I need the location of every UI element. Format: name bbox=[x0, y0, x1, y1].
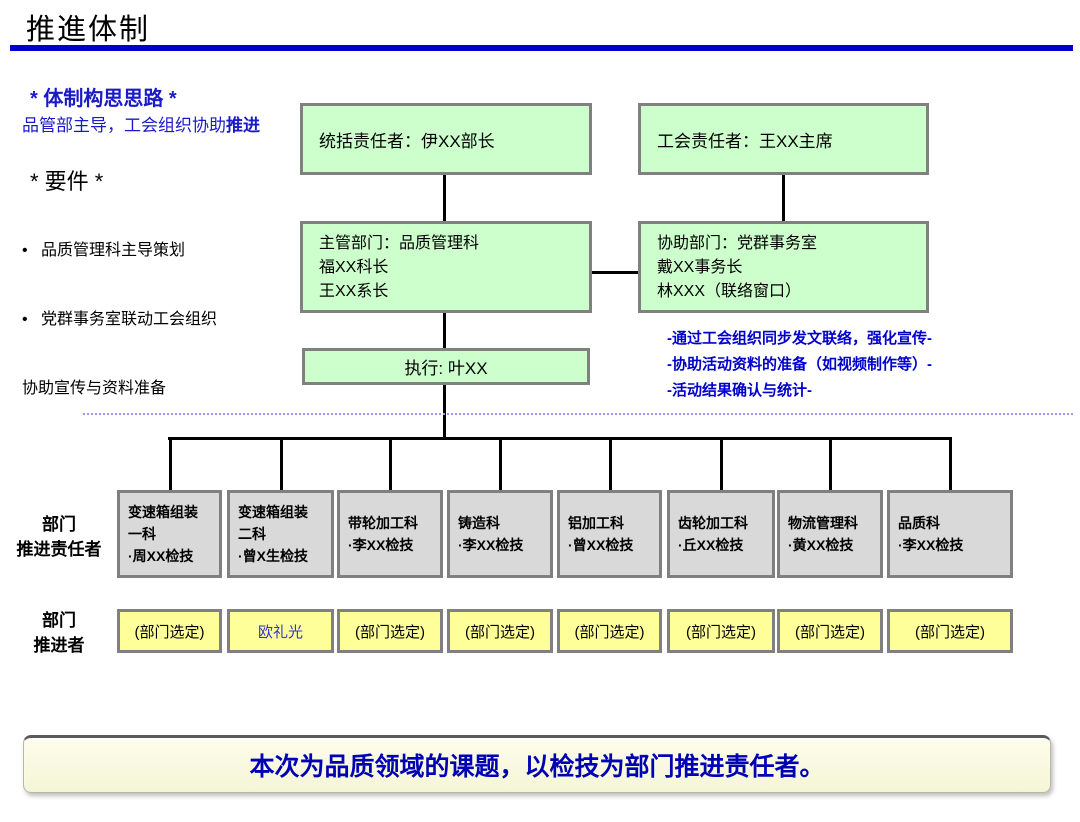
requirements-list: • 品质管理科主导策划 • 党群事务室联动工会组织 协助宣传与资料准备 bbox=[22, 193, 292, 446]
dept-name-line: 铸造科 bbox=[458, 515, 500, 531]
promoter-box: (部门选定) bbox=[337, 609, 443, 653]
connector-drop bbox=[280, 437, 283, 490]
row-label-dept-responsible-line1: 部门 bbox=[42, 515, 76, 534]
dept-box: 铸造科 ·李XX检技 bbox=[447, 490, 553, 578]
concept-subtitle-emphasis: 推进 bbox=[226, 116, 260, 135]
main-dept-line-2: 福XX科长 bbox=[319, 259, 389, 276]
requirement-bullet-2: • 党群事务室联动工会组织 bbox=[22, 311, 217, 328]
union-note-1: -通过工会组织同步发文联络，强化宣传- bbox=[667, 330, 932, 347]
connector-drop bbox=[169, 437, 172, 490]
row-label-dept-promoter: 部门 推进者 bbox=[4, 608, 114, 658]
dept-box: 带轮加工科 ·李XX检技 bbox=[337, 490, 443, 578]
dept-box: 齿轮加工科 ·丘XX检技 bbox=[667, 490, 775, 578]
dept-inspector: ·黄XX检技 bbox=[788, 537, 854, 553]
dept-inspector: ·李XX检技 bbox=[458, 537, 524, 553]
promoter-name: (部门选定) bbox=[574, 623, 645, 641]
promoter-box: (部门选定) bbox=[557, 609, 662, 653]
dept-name-line: 一科 bbox=[128, 526, 156, 542]
dept-name-line: 变速箱组装 bbox=[238, 504, 308, 520]
promoter-name: 欧礼光 bbox=[257, 623, 303, 641]
concept-subtitle: 品管部主导，工会组织协助推进 bbox=[22, 111, 260, 136]
row-label-dept-responsible-line2: 推进责任者 bbox=[16, 540, 102, 559]
dept-box: 变速箱组装一科 ·周XX检技 bbox=[117, 490, 222, 578]
dept-inspector: ·李XX检技 bbox=[898, 537, 964, 553]
executor-box: 执行: 叶XX bbox=[302, 348, 590, 385]
promoter-name: (部门选定) bbox=[134, 623, 205, 641]
dept-inspector: ·曾XX检技 bbox=[568, 537, 634, 553]
dept-name-line: 齿轮加工科 bbox=[678, 515, 748, 531]
dept-name-line: 带轮加工科 bbox=[348, 515, 418, 531]
promoter-box: (部门选定) bbox=[777, 609, 883, 653]
connector-drop bbox=[829, 437, 832, 490]
connector-drop bbox=[499, 437, 502, 490]
overall-lead-label: 统括责任者：伊XX部长 bbox=[319, 131, 495, 151]
promoter-box: (部门选定) bbox=[447, 609, 553, 653]
promoter-box: 欧礼光 bbox=[227, 609, 334, 653]
dept-box: 品质科 ·李XX检技 bbox=[887, 490, 1013, 578]
main-dept-line-1: 主管部门：品质管理科 bbox=[319, 235, 480, 252]
dept-name-line: 二科 bbox=[238, 526, 266, 542]
concept-subtitle-text: 品管部主导，工会组织协助 bbox=[22, 116, 226, 135]
dept-box: 铝加工科 ·曾XX检技 bbox=[557, 490, 662, 578]
connector-overall-to-main bbox=[443, 175, 446, 221]
connector-drop bbox=[949, 437, 952, 490]
promoter-name: (部门选定) bbox=[465, 623, 535, 641]
connector-drop bbox=[720, 437, 723, 490]
conclusion-banner-text: 本次为品质领域的课题，以检技为部门推进责任者。 bbox=[249, 753, 825, 781]
dept-box: 物流管理科 ·黄XX检技 bbox=[777, 490, 883, 578]
assist-dept-box: 协助部门：党群事务室 戴XX事务长 林XXX（联络窗口） bbox=[638, 221, 929, 313]
requirements-heading: * 要件 * bbox=[30, 169, 104, 194]
requirement-bullet-2-continued: 协助宣传与资料准备 bbox=[22, 380, 167, 397]
promoter-name: (部门选定) bbox=[795, 623, 865, 641]
assist-dept-line-2: 戴XX事务长 bbox=[657, 259, 743, 276]
connector-drop bbox=[389, 437, 392, 490]
dept-inspector: ·李XX检技 bbox=[348, 537, 414, 553]
union-notes: -通过工会组织同步发文联络，强化宣传- -协助活动资料的准备（如视频制作等）- … bbox=[667, 326, 932, 404]
row-label-dept-promoter-line2: 推进者 bbox=[33, 636, 85, 655]
connector-bus bbox=[168, 437, 952, 440]
dept-inspector: ·曾X生检技 bbox=[238, 548, 308, 564]
assist-dept-line-1: 协助部门：党群事务室 bbox=[657, 235, 818, 252]
promoter-box: (部门选定) bbox=[117, 609, 222, 653]
dept-name-line: 变速箱组装 bbox=[128, 504, 198, 520]
executor-label: 执行: 叶XX bbox=[404, 359, 488, 378]
main-dept-box: 主管部门：品质管理科 福XX科长 王XX系长 bbox=[300, 221, 592, 313]
promoter-box: (部门选定) bbox=[667, 609, 775, 653]
union-note-3: -活动结果确认与统计- bbox=[667, 382, 812, 399]
dept-box: 变速箱组装二科 ·曾X生检技 bbox=[227, 490, 334, 578]
main-dept-line-3: 王XX系长 bbox=[319, 283, 389, 300]
dept-name-line: 品质科 bbox=[898, 515, 940, 531]
requirement-bullet-1: • 品质管理科主导策划 bbox=[22, 242, 185, 259]
promoter-name: (部门选定) bbox=[915, 623, 985, 641]
promoter-name: (部门选定) bbox=[355, 623, 425, 641]
dept-inspector: ·丘XX检技 bbox=[678, 537, 744, 553]
row-label-dept-responsible: 部门 推进责任者 bbox=[4, 512, 114, 562]
overall-lead-box: 统括责任者：伊XX部长 bbox=[300, 103, 592, 175]
page-title: 推進体制 bbox=[26, 14, 151, 46]
connector-union-to-assist bbox=[782, 175, 785, 221]
section-divider-dotted bbox=[83, 413, 1073, 415]
connector-executor-to-bus bbox=[443, 385, 446, 440]
title-underline bbox=[10, 45, 1073, 51]
promoter-name: (部门选定) bbox=[686, 623, 756, 641]
union-lead-box: 工会责任者：王XX主席 bbox=[638, 103, 929, 175]
row-label-dept-promoter-line1: 部门 bbox=[42, 611, 76, 630]
union-note-2: -协助活动资料的准备（如视频制作等）- bbox=[667, 356, 932, 373]
dept-name-line: 物流管理科 bbox=[788, 515, 858, 531]
assist-dept-line-3: 林XXX（联络窗口） bbox=[657, 283, 802, 300]
connector-drop bbox=[609, 437, 612, 490]
promoter-box: (部门选定) bbox=[887, 609, 1013, 653]
concept-heading: * 体制构思思路 * bbox=[30, 88, 177, 110]
main-dept-label: 主管部门：品质管理科 福XX科长 王XX系长 bbox=[303, 224, 589, 304]
dept-name-line: 铝加工科 bbox=[568, 515, 624, 531]
assist-dept-label: 协助部门：党群事务室 戴XX事务长 林XXX（联络窗口） bbox=[641, 224, 926, 304]
conclusion-banner: 本次为品质领域的课题，以检技为部门推进责任者。 bbox=[23, 735, 1051, 793]
connector-main-assist bbox=[592, 271, 638, 274]
connector-main-to-executor bbox=[443, 313, 446, 348]
union-lead-label: 工会责任者：王XX主席 bbox=[657, 131, 833, 151]
dept-inspector: ·周XX检技 bbox=[128, 548, 194, 564]
